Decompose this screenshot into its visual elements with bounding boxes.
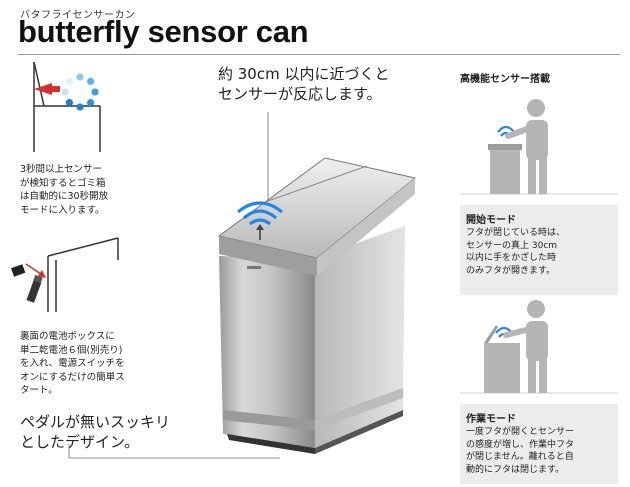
start-mode-panel: 開始モード フタが閉じている時は、 センサーの真上 30cm 以内に手をかざした…	[460, 205, 618, 295]
sensor-callout-line: 約 30cm 以内に近づくと	[218, 65, 390, 83]
work-mode-line: が閉じません。離れると自	[466, 452, 574, 462]
battery-note-line: 単二乾電池６個(別売り)	[20, 344, 123, 356]
battery-icon	[10, 264, 43, 303]
battery-note-line: を入れ、電源スイッチを	[20, 358, 125, 369]
work-mode-line: 動的にフタは閉じます。	[466, 464, 565, 475]
standby-note: 3秒間以上センサー が検知するとゴミ箱 は自動的に30秒開放 モードに入ります。	[20, 163, 108, 217]
start-mode-line: センサーの真上 30cm	[466, 240, 558, 251]
standby-note-line: は自動的に30秒開放	[20, 191, 109, 202]
pedal-callout-line: ペダルが無いスッキリ	[20, 413, 171, 431]
lid-open-diagram	[33, 61, 101, 152]
battery-diagram	[10, 237, 119, 312]
sensor-callout: 約 30cm 以内に近づくと センサーが反応します。	[218, 64, 389, 104]
sensor-leader-line	[267, 112, 269, 202]
person-open-lid-illustration	[460, 300, 618, 394]
work-mode-panel: 作業モード 一度フタが開くとセンサー の感度が増し、作業中フタ が閉じません。離…	[460, 404, 618, 484]
standby-note-line: 3秒間以上センサー	[20, 164, 103, 175]
pedal-leader-line	[68, 444, 280, 459]
battery-note: 裏面の電池ボックスに 単二乾電池６個(別売り) を入れ、電源スイッチを オンにす…	[20, 330, 125, 398]
work-mode-line: 一度フタが開くとセンサー	[466, 427, 575, 437]
page-title: butterfly sensor can	[18, 14, 309, 49]
person-closed-lid-illustration	[460, 99, 618, 195]
start-mode-line: 以内に手をかざした時	[466, 253, 557, 263]
title-divider	[18, 54, 620, 55]
pedal-callout: ペダルが無いスッキリ としたデザイン。	[20, 412, 170, 452]
work-mode-body: 一度フタが開くとセンサー の感度が増し、作業中フタ が閉じません。離れると自 動…	[466, 426, 616, 476]
sensor-feature-heading: 高機能センサー搭載	[460, 74, 550, 85]
loading-dots-icon	[61, 73, 99, 111]
start-mode-line: フタが閉じている時は、	[466, 228, 566, 238]
sensor-callout-line: センサーが反応します。	[218, 85, 382, 103]
sensor-wave-icon	[236, 201, 284, 240]
standby-note-line: が検知するとゴミ箱	[20, 177, 106, 189]
start-mode-title: 開始モード	[466, 215, 516, 226]
kana-title: バタフライセンサーカン	[20, 10, 136, 21]
battery-note-line: オンにするだけの簡単ス	[20, 371, 125, 383]
work-mode-line: の感度が増し、作業中フタ	[466, 439, 575, 450]
start-mode-line: のみフタが開きます。	[466, 265, 556, 276]
battery-note-line: タート。	[20, 385, 58, 396]
pedal-callout-line: としたデザイン。	[20, 433, 140, 451]
battery-note-line: 裏面の電池ボックスに	[20, 331, 115, 342]
trash-can-illustration	[217, 157, 417, 454]
start-mode-body: フタが閉じている時は、 センサーの真上 30cm 以内に手をかざした時 のみフタ…	[466, 227, 616, 277]
work-mode-title: 作業モード	[466, 414, 516, 425]
standby-note-line: モードに入ります。	[20, 204, 105, 216]
